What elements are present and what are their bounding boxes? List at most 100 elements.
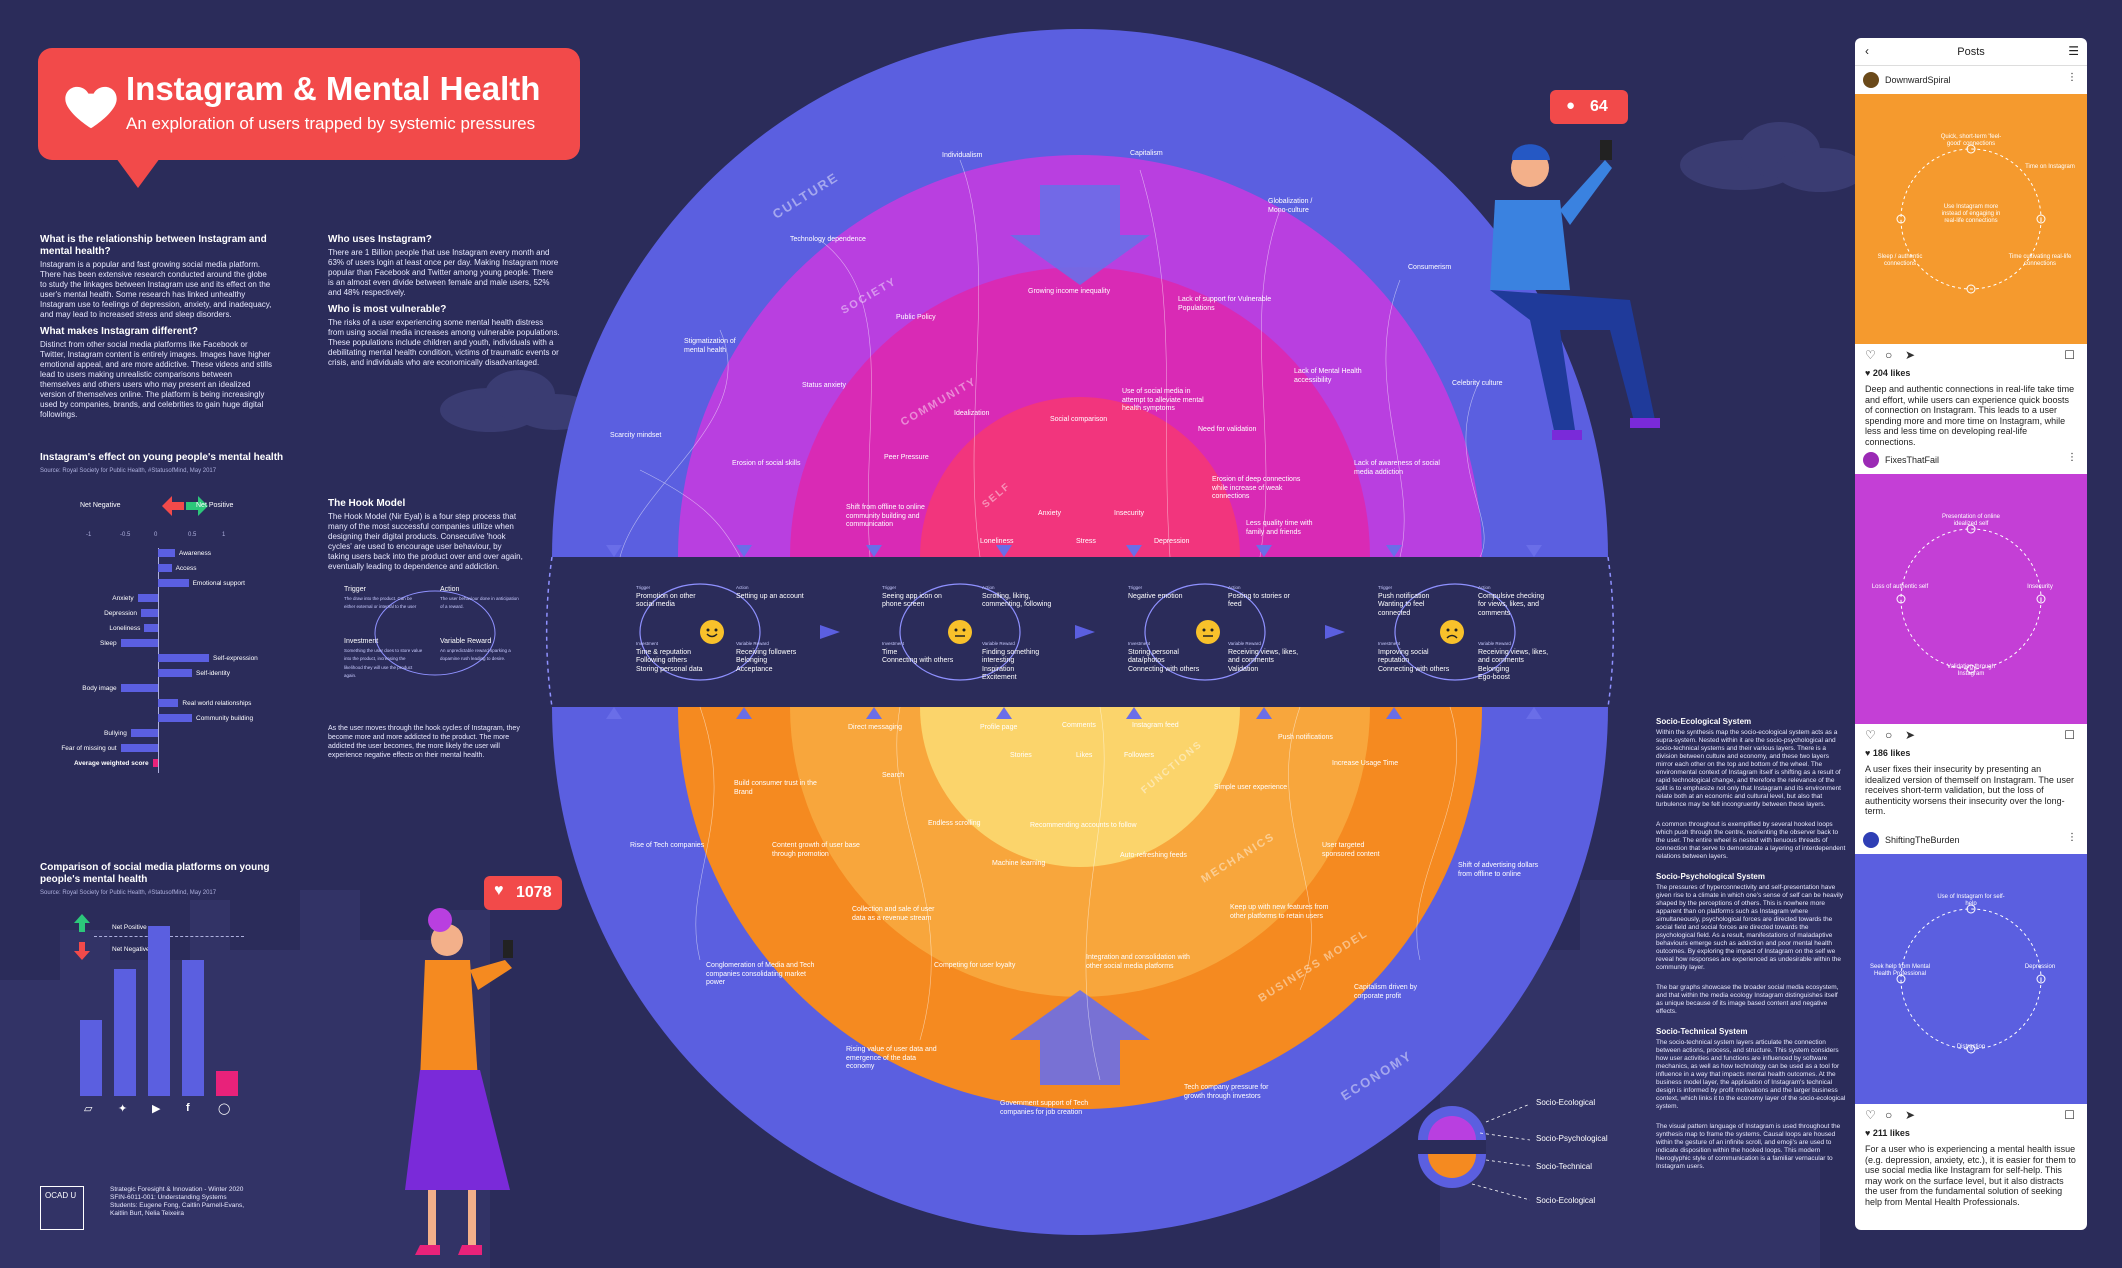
tech-text: The socio-technical system layers articu… [1656,1039,1846,1110]
label-anxiety: Anxiety [1038,510,1061,517]
label-direct-messaging: Direct messaging [848,724,903,731]
effect-chart-bar [158,699,179,707]
instagram-icon: ◯ [218,1103,231,1115]
effect-chart-bar [158,579,189,587]
legend-net-positive: Net Positive [196,502,234,509]
effect-chart-category-label: Real world relationships [182,700,252,707]
bookmark-icon[interactable]: ☐ [2064,728,2075,742]
compare-legend-pos: Net Positive [112,924,147,931]
post-actions: ♡ ○ ➤ ☐ [1855,344,2087,368]
label-consumer-trust: Build consumer trust in the Brand [734,780,817,796]
arrow-left-icon [162,496,184,516]
answer-relationship: Instagram is a popular and fast growing … [40,260,272,319]
emoji-face-icon [1440,620,1464,644]
comment-icon[interactable]: ○ [1885,728,1893,742]
effect-chart-bar [158,669,192,677]
effect-chart-legend: Net Negative Net Positive [60,496,280,516]
label-public-policy: Public Policy [896,314,936,321]
intro-right: Who uses Instagram? There are 1 Billion … [328,234,560,374]
label-competing-loyalty: Competing for user loyalty [934,962,1016,969]
effect-chart-bar [152,759,158,767]
label-consumerism: Consumerism [1408,264,1452,271]
comment-icon[interactable]: ○ [1885,1108,1893,1122]
comment-icon[interactable]: ○ [1885,348,1893,362]
share-icon[interactable]: ➤ [1905,348,1916,362]
like-icon[interactable]: ♡ [1865,348,1876,362]
post-username[interactable]: FixesThatFail [1885,455,1940,465]
like-icon[interactable]: ♡ [1865,1108,1876,1122]
systems-text: Socio-Ecological System Within the synth… [1656,718,1846,1183]
effect-chart-category-label: Self-identity [196,670,230,677]
avatar[interactable] [1863,72,1879,88]
compare-chart-bar [80,1019,102,1096]
effect-chart-row: Depression [40,608,300,620]
label-income-inequality: Growing income inequality [1028,288,1111,295]
effect-chart-bar [158,549,175,557]
label-push-notifications: Push notifications [1278,734,1333,741]
post-likes-count: ♥ 204 likes [1865,368,1911,378]
more-options-icon[interactable]: ⋮ [2067,452,2077,463]
effect-tick-label: 0 [154,532,158,538]
effect-tick-label: 1 [222,532,226,538]
compare-chart-bar [148,926,170,1096]
credits-line4: Kaitlin Burt, Nelia Teixeira [110,1210,184,1217]
more-options-icon[interactable]: ⋮ [2067,832,2077,843]
hook-action-text: The user behaviour done in anticipation … [440,595,519,610]
answer-vulnerable: The risks of a user experiencing some me… [328,318,560,367]
menu-icon[interactable]: ☰ [2068,44,2079,58]
more-options-icon[interactable]: ⋮ [2067,72,2077,83]
up-arrow [1010,990,1150,1085]
effect-chart-title: Instagram's effect on young people's men… [40,452,284,463]
legend-net-negative: Net Negative [80,502,121,509]
bookmark-icon[interactable]: ☐ [2064,1108,2075,1122]
post-username[interactable]: ShiftingTheBurden [1885,835,1960,845]
label-auto-refresh: Auto-refreshing feeds [1120,852,1187,859]
share-icon[interactable]: ➤ [1905,1108,1916,1122]
hook-model-block: The Hook Model The Hook Model (Nir Eyal)… [328,498,524,578]
bookmark-icon[interactable]: ☐ [2064,348,2075,362]
effect-chart-row: Community building [40,713,300,725]
label-social-media-alleviate: Use of social media in attempt to allevi… [1122,388,1204,412]
snapchat-icon: ▱ [84,1103,93,1115]
label-capitalism-profit: Capitalism driven by corporate profit [1354,984,1418,1000]
like-icon[interactable]: ♡ [1865,728,1876,742]
avatar[interactable] [1863,832,1879,848]
cycle-investment-label: Investment [1378,641,1401,646]
ocad-logo-text: OCAD U [45,1191,77,1200]
eco-text: Within the synthesis map the socio-ecolo… [1656,729,1841,808]
label-tech-dependence: Technology dependence [790,236,866,243]
hook-model-text: The Hook Model (Nir Eyal) is a four step… [328,512,523,571]
label-shift-online: Shift from offline to online community b… [846,504,925,528]
label-integration: Integration and consolidation with other… [1086,954,1190,970]
eco-title: Socio-Ecological System [1656,717,1752,726]
back-icon[interactable]: ‹ [1865,44,1869,58]
effect-chart-category-label: Sleep [99,640,117,647]
cycle-reward-text: Receiving views, likes, and comments Val… [1228,648,1299,673]
avatar[interactable] [1863,452,1879,468]
loop-node-label: Use Instagram more instead of engaging i… [1941,204,2001,224]
cycle-reward-text: Finding something interesting Inspiratio… [982,648,1040,682]
effect-chart-category-label: Community building [196,715,254,722]
hook-trigger-label: Trigger [344,586,366,593]
answer-different: Distinct from other social media platfor… [40,340,272,419]
phone-posts-panel: ‹ Posts ☰ DownwardSpiral⋮Quick, short-te… [1855,38,2087,1230]
post-username[interactable]: DownwardSpiral [1885,75,1951,85]
effect-chart-row: Self-identity [40,668,300,680]
label-endless-scrolling: Endless scrolling [928,820,981,827]
label-targeted-content: User targeted sponsored content [1322,842,1380,858]
post-likes-count: ♥ 186 likes [1865,748,1911,758]
effect-chart-row: Sleep [40,638,300,650]
loop-node-label: Validation through Instagram [1947,664,1995,677]
label-comments: Comments [1062,722,1096,729]
share-icon[interactable]: ➤ [1905,728,1916,742]
page-title: Instagram & Mental Health [126,70,541,107]
psy-text-2: The bar graphs showcase the broader soci… [1656,984,1839,1015]
label-followers: Followers [1124,752,1154,759]
label-increase-usage-time: Increase Usage Time [1332,760,1399,767]
phone-post: DownwardSpiral⋮Quick, short-term 'feel-g… [1855,66,2087,447]
label-simple-ux: Simple user experience [1214,784,1288,791]
